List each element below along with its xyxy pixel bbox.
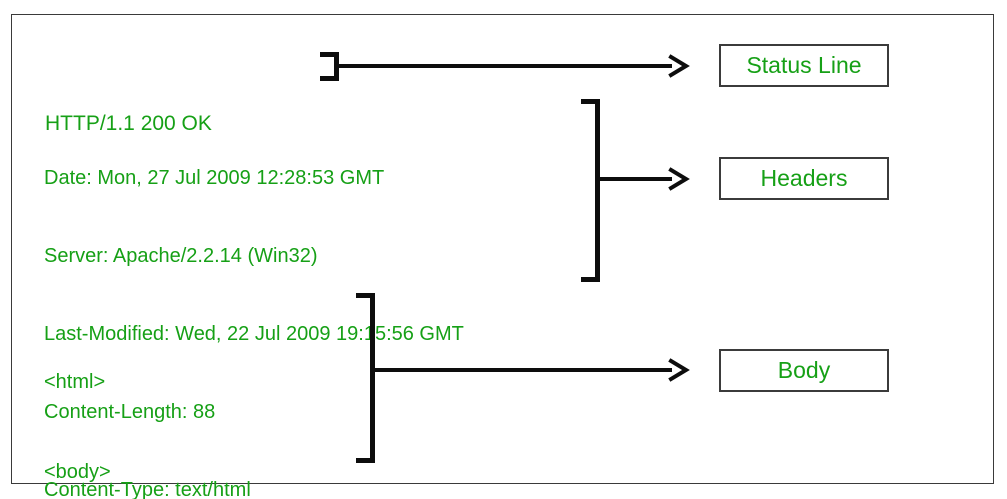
label-box-body-text: Body [777, 357, 831, 383]
header-row: Content-Length: 88 [44, 401, 216, 423]
headers-arrow [597, 167, 691, 191]
headers-bracket [581, 99, 600, 282]
label-box-status-line[interactable]: Status Line [719, 44, 889, 87]
header-row: Last-Modified: Wed, 22 Jul 2009 19:15:56… [44, 323, 464, 345]
arrow-shaft [336, 64, 672, 68]
arrow-shaft [372, 368, 672, 372]
body-text: <html> <body> <h1>Hello, World!</h1> </b… [44, 307, 255, 499]
bracket-arm-top [356, 293, 375, 298]
header-row: Content-Type: text/html [44, 479, 251, 499]
status-line-arrow [336, 54, 691, 78]
arrow-head-icon [667, 358, 691, 382]
bracket-arm-bottom [356, 458, 375, 463]
bracket-arm-bottom [320, 76, 339, 81]
arrow-shaft [597, 177, 672, 181]
label-box-headers[interactable]: Headers [719, 157, 889, 200]
bracket-spine [370, 293, 375, 463]
label-box-status-line-text: Status Line [746, 52, 862, 78]
body-bracket [356, 293, 375, 463]
status-line-row: HTTP/1.1 200 OK [45, 112, 212, 135]
label-box-body[interactable]: Body [719, 349, 889, 392]
arrow-head-icon [667, 54, 691, 78]
bracket-arm-top [320, 52, 339, 57]
bracket-arm-top [581, 99, 600, 104]
status-line-text: HTTP/1.1 200 OK [45, 54, 212, 194]
label-box-headers-text: Headers [760, 165, 848, 191]
header-row: Server: Apache/2.2.14 (Win32) [44, 245, 318, 267]
headers-text: Date: Mon, 27 Jul 2009 12:28:53 GMT Serv… [44, 113, 464, 499]
header-row: Date: Mon, 27 Jul 2009 12:28:53 GMT [44, 167, 385, 189]
bracket-arm-bottom [581, 277, 600, 282]
diagram-frame [11, 14, 994, 484]
arrow-head-icon [667, 167, 691, 191]
body-row: <html> [44, 371, 106, 393]
body-arrow [372, 358, 691, 382]
body-row: <body> [44, 461, 111, 483]
bracket-spine [595, 99, 600, 282]
